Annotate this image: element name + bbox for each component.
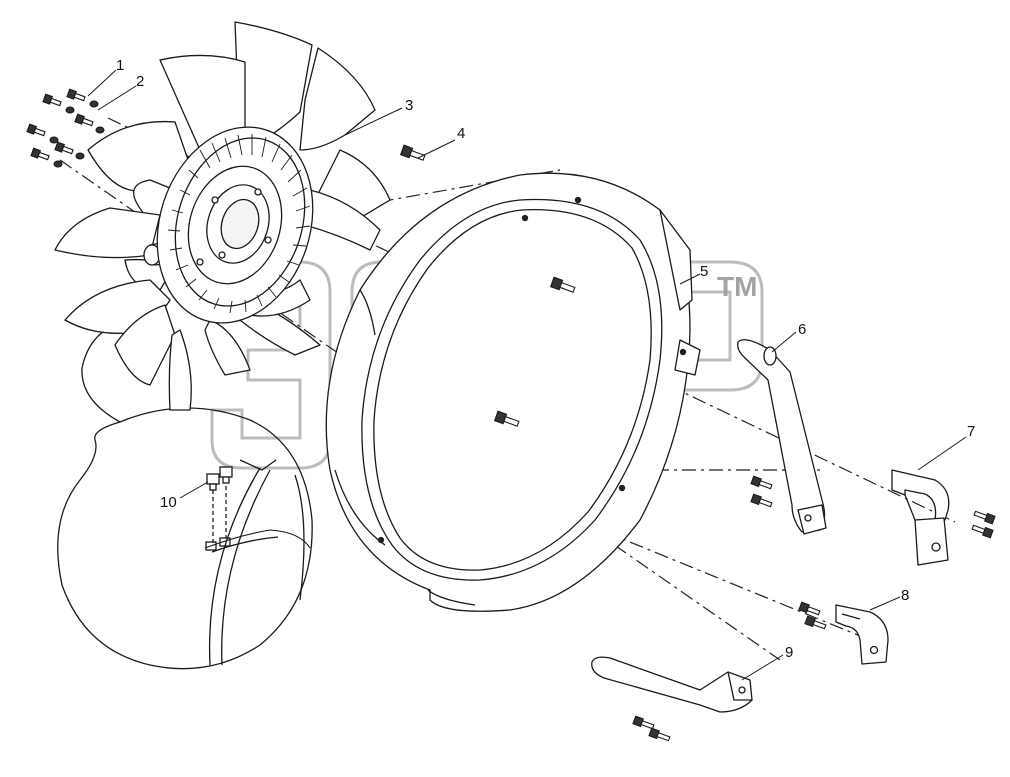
- bolt-icon: [42, 93, 62, 107]
- bracket-8-bolts: [798, 601, 827, 630]
- clutch-fins: [167, 134, 311, 314]
- bolt-icon: [971, 524, 994, 539]
- bolt-icon: [30, 147, 50, 161]
- washer-icon: [49, 136, 59, 144]
- callout-9: 9: [785, 644, 793, 661]
- callout-8: 8: [901, 587, 909, 604]
- cooling-fan-with-viscous-clutch: [54, 21, 391, 411]
- bolt-icon: [973, 510, 996, 525]
- bolt-icon: [206, 473, 220, 491]
- callout-labels: 1 2 3 4 5 6 7 8 9 10: [116, 57, 975, 661]
- bolt-icon: [66, 88, 86, 102]
- washer-icon: [65, 106, 75, 114]
- washer-icon: [95, 126, 105, 134]
- lower-support-bracket: [591, 656, 753, 713]
- upper-bracket: [891, 469, 950, 566]
- watermark-tm: TM: [717, 271, 757, 302]
- shroud-bolts: [399, 144, 576, 427]
- bolt-icon: [632, 715, 655, 730]
- bolt-icon: [798, 601, 821, 616]
- bolt-icon: [493, 410, 520, 427]
- washer-icon: [89, 100, 99, 108]
- bolt-icon: [219, 466, 233, 484]
- callout-6: 6: [798, 321, 806, 338]
- bracket-7-bolts: [971, 510, 996, 539]
- callout-1: 1: [116, 57, 124, 74]
- washer-icon: [53, 160, 63, 168]
- fan-shroud-ring: [325, 172, 701, 612]
- bolt-icon: [54, 141, 74, 155]
- fan-mounting-bolts: [26, 88, 105, 168]
- bolt-icon: [750, 475, 773, 490]
- bolt-icon: [549, 276, 576, 293]
- bolt-icon: [648, 727, 671, 742]
- callout-2: 2: [136, 73, 144, 90]
- callout-5: 5: [700, 263, 708, 280]
- side-bracket: [835, 604, 889, 665]
- bolt-icon: [804, 615, 827, 630]
- strut-bolts: [750, 475, 773, 508]
- bolt-icon: [74, 113, 94, 127]
- bracket-9-bolts: [632, 715, 671, 742]
- callout-7: 7: [967, 423, 975, 440]
- callout-4: 4: [457, 125, 465, 142]
- bolt-icon: [26, 123, 46, 137]
- washer-icon: [75, 152, 85, 160]
- shroud-support-strut: [737, 339, 827, 535]
- leader-lines: [87, 69, 967, 681]
- bolt-icon: [399, 144, 426, 161]
- callout-3: 3: [405, 97, 413, 114]
- bolt-icon: [750, 493, 773, 508]
- callout-10: 10: [160, 494, 177, 511]
